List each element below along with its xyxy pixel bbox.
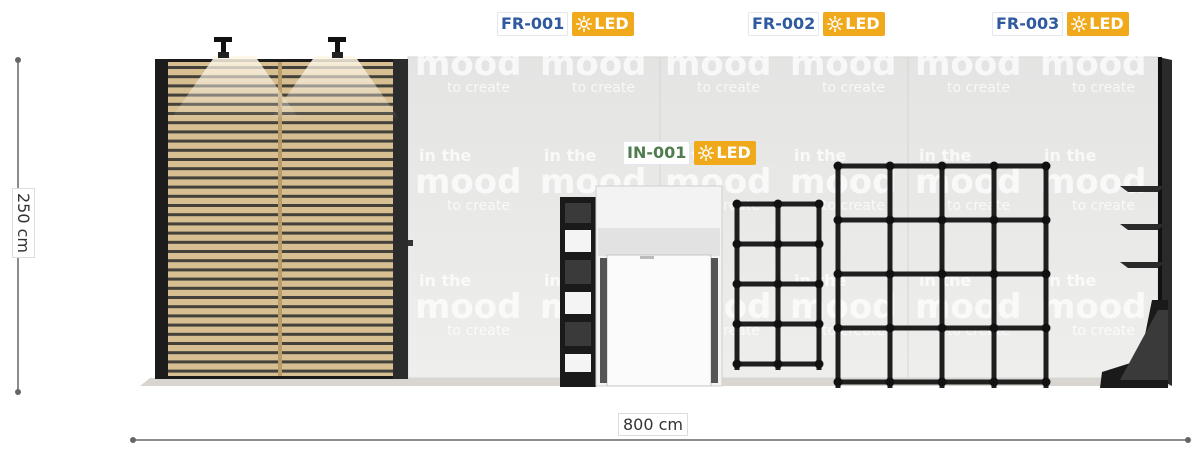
watermark-line3: to create xyxy=(822,80,885,96)
watermark-line2: mood xyxy=(540,44,646,84)
watermark-line2: mood xyxy=(665,44,771,84)
sun-icon xyxy=(827,16,844,32)
label-in-001: IN-001 LED xyxy=(623,141,756,165)
watermark-line3: to create xyxy=(697,80,760,96)
watermark-line1: in the xyxy=(419,271,471,290)
watermark-line3: to create xyxy=(947,80,1010,96)
frame-fr-001 xyxy=(732,199,824,370)
dimension-width xyxy=(130,437,1191,443)
watermark-line3: to create xyxy=(1072,80,1135,96)
watermark-line3: to create xyxy=(947,323,1010,339)
counter xyxy=(595,185,723,387)
watermark-line2: mood xyxy=(790,44,896,84)
watermark-line1: in the xyxy=(919,146,971,165)
watermark-line1: in the xyxy=(1044,271,1096,290)
label-fr-001: FR-001 LED xyxy=(497,12,634,36)
watermark-line3: to create xyxy=(1072,198,1135,214)
watermark-line2: mood xyxy=(915,44,1021,84)
watermark-line2: mood xyxy=(790,287,896,327)
watermark-line2: mood xyxy=(915,162,1021,202)
led-badge-text: LED xyxy=(1089,14,1124,33)
watermark-line1: in the xyxy=(794,146,846,165)
watermark-line3: to create xyxy=(447,198,510,214)
watermark-line2: mood xyxy=(1040,162,1146,202)
watermark-line1: in the xyxy=(1044,146,1096,165)
led-badge-text: LED xyxy=(594,14,629,33)
watermark-line3: to create xyxy=(447,323,510,339)
watermark-line3: to create xyxy=(572,80,635,96)
watermark-line2: mood xyxy=(415,287,521,327)
led-badge: LED xyxy=(1067,12,1129,36)
watermark-line3: to create xyxy=(1072,323,1135,339)
brochure-stand xyxy=(560,197,596,387)
spotlight-right xyxy=(270,37,400,120)
label-fr-001-code: FR-001 xyxy=(497,12,569,36)
stacked-chairs xyxy=(1100,300,1168,388)
wall-shelves xyxy=(1120,186,1165,268)
watermark-line2: mood xyxy=(1040,287,1146,327)
label-fr-003: FR-003 LED xyxy=(992,12,1129,36)
watermark-line2: mood xyxy=(415,44,521,84)
watermark-line1: in the xyxy=(544,146,596,165)
watermark-line2: mood xyxy=(915,287,1021,327)
spotlight-left xyxy=(170,37,300,120)
watermark-line2: mood xyxy=(415,162,521,202)
frame-shelving xyxy=(732,161,1051,388)
led-badge-text: LED xyxy=(845,14,880,33)
led-badge: LED xyxy=(694,141,756,165)
frame-fr-002 xyxy=(833,161,1051,388)
watermark-line3: to create xyxy=(822,198,885,214)
sun-icon xyxy=(576,16,593,32)
watermark-line2: mood xyxy=(790,162,896,202)
watermark-line3: to create xyxy=(447,80,510,96)
sun-icon xyxy=(698,145,715,161)
watermark-line3: to create xyxy=(947,198,1010,214)
sun-icon xyxy=(1071,16,1088,32)
dimension-width-label: 800 cm xyxy=(618,413,689,436)
led-badge: LED xyxy=(572,12,634,36)
label-fr-002: FR-002 LED xyxy=(748,12,885,36)
watermark-line3: to create xyxy=(822,323,885,339)
led-badge-text: LED xyxy=(716,143,751,162)
label-in-001-code: IN-001 xyxy=(623,141,691,165)
dimension-height-label: 250 cm xyxy=(12,188,35,259)
label-fr-002-code: FR-002 xyxy=(748,12,820,36)
label-fr-003-code: FR-003 xyxy=(992,12,1064,36)
watermark-line2: mood xyxy=(1040,44,1146,84)
led-badge: LED xyxy=(823,12,885,36)
watermark-line1: in the xyxy=(419,146,471,165)
